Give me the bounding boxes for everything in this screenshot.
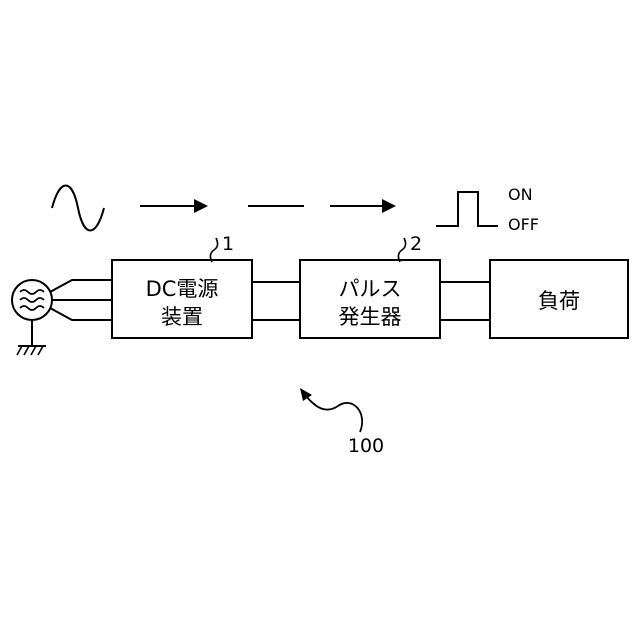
- system-ref-arrow: [300, 388, 362, 432]
- dc-output-wires: [252, 282, 300, 320]
- ref-leader-1: [210, 238, 217, 262]
- pulse-generator-block: パルス 発生器: [300, 260, 440, 338]
- dc-power-supply-label-2: 装置: [161, 305, 203, 329]
- on-label: ON: [508, 185, 533, 204]
- ref-number-1: 1: [222, 233, 234, 255]
- pulse-generator-label-1: パルス: [339, 277, 402, 301]
- flow-arrow-2: [330, 199, 396, 213]
- ac-source-icon: [12, 280, 52, 320]
- pulse-output-wires: [440, 282, 490, 320]
- off-label: OFF: [508, 215, 539, 234]
- system-ref-number: 100: [348, 435, 384, 457]
- flow-arrow-1: [140, 199, 208, 213]
- ground-icon: [17, 320, 46, 355]
- pulse-generator-label-2: 発生器: [339, 305, 402, 329]
- load-block: 負荷: [490, 260, 628, 338]
- pulse-wave-icon: [436, 192, 498, 226]
- input-wires: [50, 280, 112, 320]
- ref-number-2: 2: [410, 233, 422, 255]
- ac-wave-icon: [52, 186, 104, 231]
- dc-power-supply-label-1: DC電源: [146, 277, 219, 301]
- load-label: 負荷: [538, 289, 580, 313]
- ref-leader-2: [398, 238, 405, 262]
- dc-power-supply-block: DC電源 装置: [112, 260, 252, 338]
